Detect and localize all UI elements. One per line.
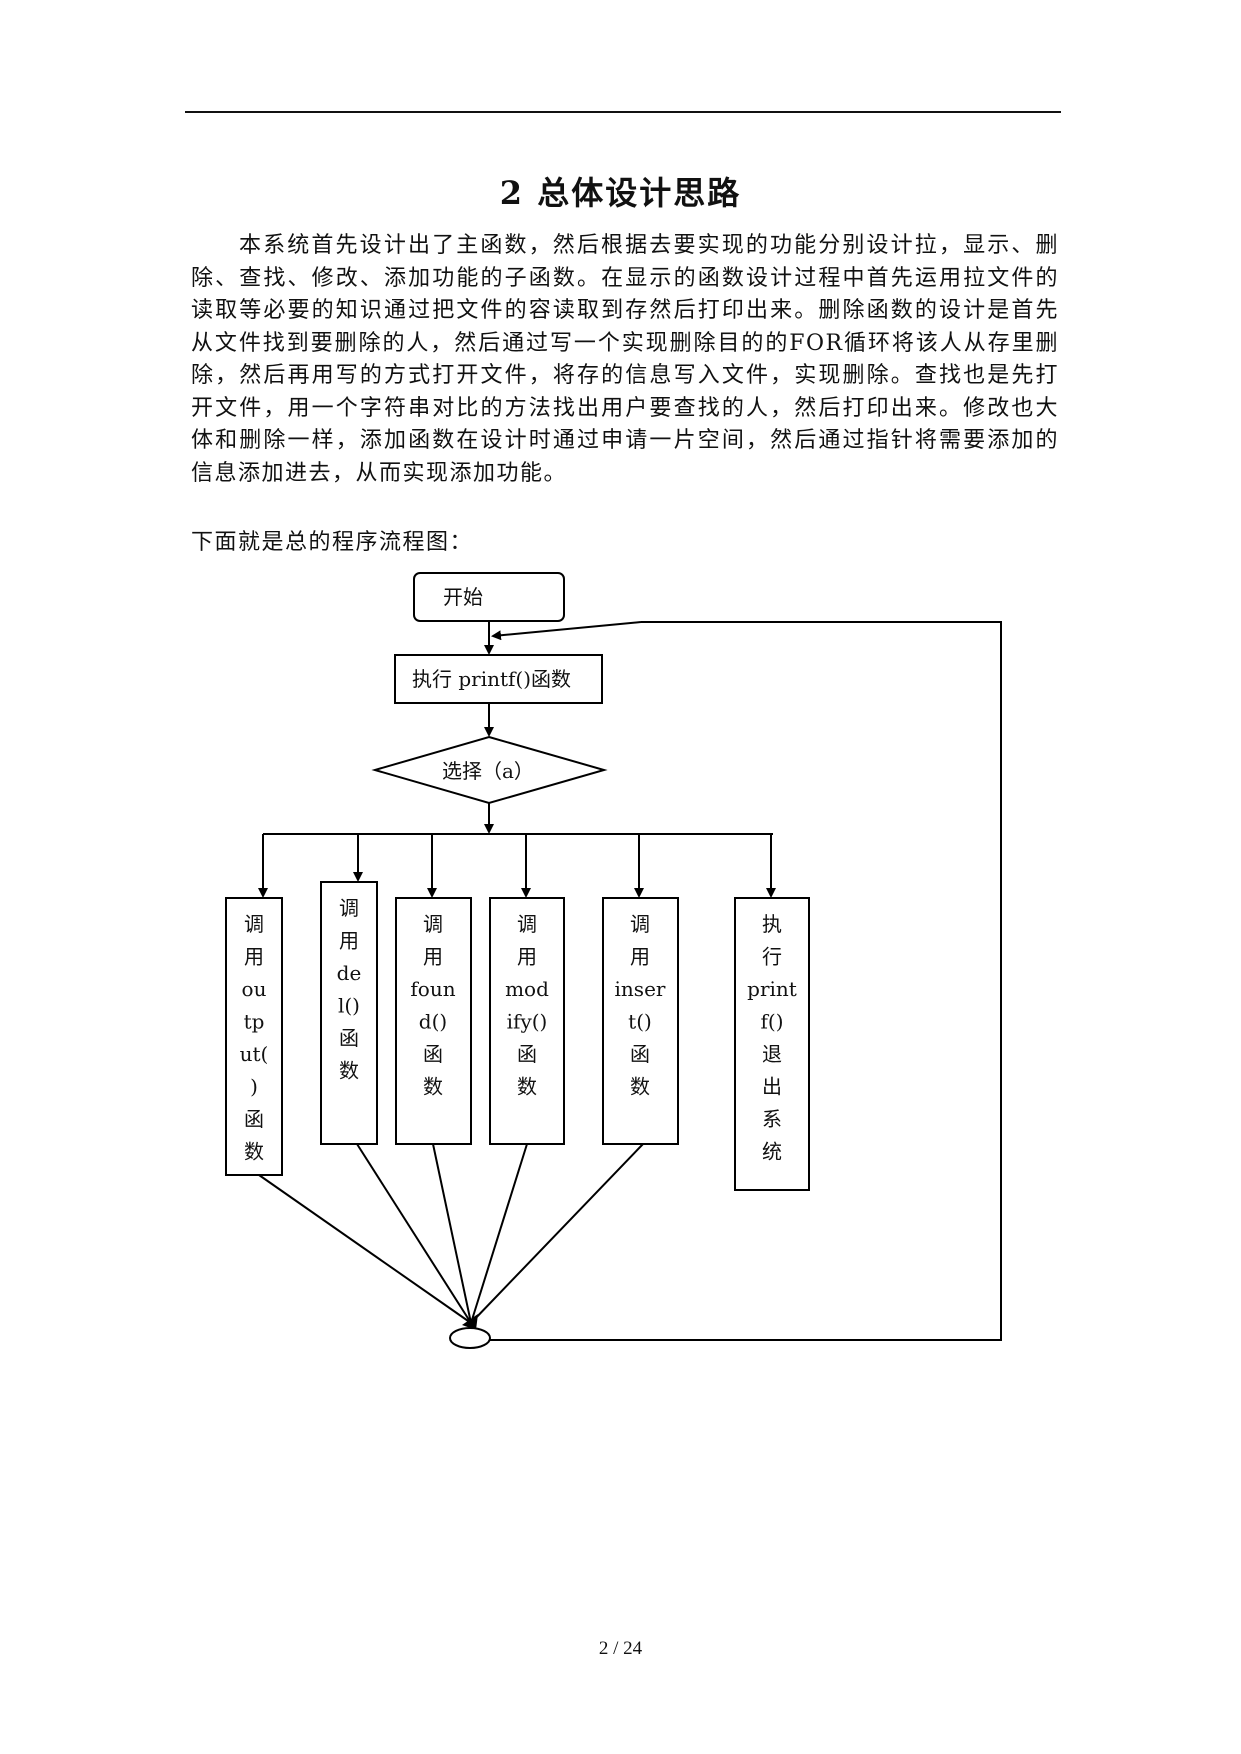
- del-box: [320, 881, 378, 1145]
- start-node: [413, 572, 565, 622]
- junction-oval: [449, 1327, 491, 1349]
- branch-5-line-7: 统: [762, 1140, 782, 1164]
- loop-back-arrow: [491, 621, 642, 641]
- branch-2-line-2: foun: [410, 977, 455, 1001]
- branch-1-line-3: l(): [338, 994, 360, 1018]
- branch-1-line-0: 调: [339, 896, 359, 920]
- loop-back-line: [490, 621, 1002, 1341]
- branch-4-line-2: inser: [615, 977, 666, 1001]
- branch-0-line-0: 调: [244, 912, 264, 936]
- modify-box: [489, 897, 565, 1145]
- branch-5-line-1: 行: [762, 945, 782, 969]
- branch-5-line-4: 退: [762, 1042, 782, 1066]
- branch-1-line-2: de: [337, 961, 362, 985]
- section-heading: 2 总体设计思路: [499, 174, 742, 212]
- page-number: 2 / 24: [598, 1638, 643, 1659]
- branch-0-line-3: tp: [244, 1010, 265, 1034]
- branch-5-line-6: 系: [762, 1107, 782, 1131]
- branch-0-line-4: ut(: [240, 1042, 269, 1066]
- branch-3-line-1: 用: [517, 945, 537, 969]
- branch-2-line-5: 数: [423, 1075, 443, 1099]
- branch-0-line-5: ): [250, 1075, 258, 1099]
- branch-1-line-1: 用: [339, 929, 359, 953]
- branch-1-line-4: 函: [339, 1026, 359, 1050]
- design-paragraph: 本系统首先设计出了主函数，然后根据去要实现的功能分别设计拉，显示、删除、查找、修…: [191, 233, 1059, 486]
- branch-4-line-1: 用: [630, 945, 650, 969]
- flowchart-intro: 下面就是总的程序流程图：: [191, 530, 474, 555]
- branch-4-line-4: 函: [630, 1042, 650, 1066]
- branch-1-line-5: 数: [339, 1059, 359, 1083]
- choice-label: 选择（a）: [442, 759, 534, 783]
- printf-process-box: [394, 654, 603, 704]
- branch-labels: 调用output()函数调用del()函数调用found()函数调用modify…: [240, 896, 797, 1164]
- branch-2-line-1: 用: [423, 945, 443, 969]
- output-box: [225, 897, 283, 1176]
- insert-box: [602, 897, 679, 1145]
- merge-line-del: [356, 1143, 472, 1324]
- merge-line-found: [432, 1143, 472, 1324]
- branch-0-line-2: ou: [242, 977, 267, 1001]
- merge-line-modify: [470, 1143, 528, 1324]
- merge-arrowhead: [462, 1314, 478, 1330]
- printf-process-label: 执行 printf()函数: [412, 667, 571, 691]
- header-rule: [185, 111, 1061, 113]
- branch-5-line-3: f(): [760, 1010, 783, 1034]
- found-box: [395, 897, 472, 1145]
- branch-4-line-3: t(): [628, 1010, 652, 1034]
- merge-line-output: [258, 1174, 472, 1324]
- merge-line-insert: [470, 1143, 644, 1324]
- branch-3-line-4: 函: [517, 1042, 537, 1066]
- branch-3-line-5: 数: [517, 1075, 537, 1099]
- branch-5-line-2: print: [747, 977, 797, 1001]
- branch-0-line-1: 用: [244, 945, 264, 969]
- branch-5-line-0: 执: [762, 912, 782, 936]
- branch-3-line-0: 调: [517, 912, 537, 936]
- branch-4-line-5: 数: [630, 1075, 650, 1099]
- branch-3-line-2: mod: [505, 977, 549, 1001]
- exit-box: [734, 897, 810, 1191]
- branch-4-line-0: 调: [630, 912, 650, 936]
- branch-2-line-4: 函: [423, 1042, 443, 1066]
- branch-0-line-6: 函: [244, 1107, 264, 1131]
- start-label: 开始: [443, 585, 483, 609]
- branch-3-line-3: ify(): [507, 1010, 548, 1034]
- branch-5-line-5: 出: [762, 1075, 782, 1099]
- branch-0-line-7: 数: [244, 1140, 264, 1164]
- branch-2-line-0: 调: [423, 912, 443, 936]
- branch-2-line-3: d(): [419, 1010, 447, 1034]
